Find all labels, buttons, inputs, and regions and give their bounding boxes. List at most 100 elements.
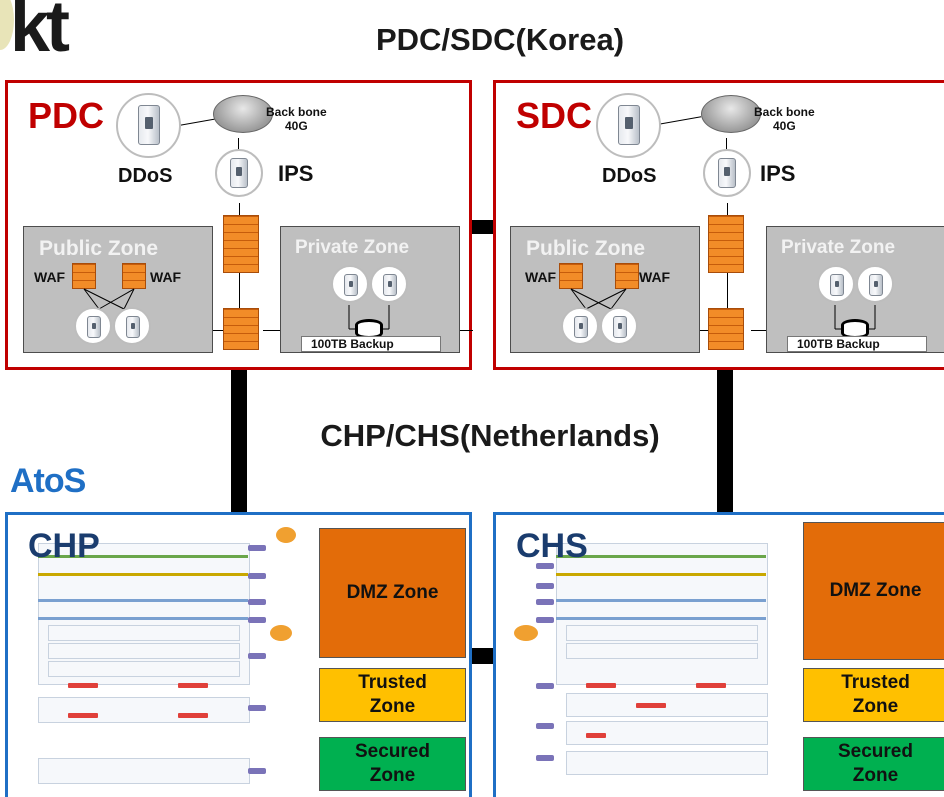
schematic-bar xyxy=(38,599,248,602)
line xyxy=(727,203,728,225)
backup-label: 100TB Backup xyxy=(311,337,394,351)
schematic-pill xyxy=(536,723,554,729)
ddos-label: DDoS xyxy=(118,165,173,187)
schematic-pill xyxy=(536,583,554,589)
ips-label: IPS xyxy=(278,161,314,186)
schematic-bar xyxy=(556,617,766,620)
ddos-circle xyxy=(116,93,181,158)
private-zone: Private Zone 100TB Backup xyxy=(280,226,460,353)
backbone-router-icon xyxy=(213,95,273,133)
server-icon xyxy=(830,274,844,296)
firewall-icon xyxy=(708,308,744,350)
schematic-red xyxy=(178,683,208,688)
public-server-circle xyxy=(113,307,151,345)
pdc-label: PDC xyxy=(28,95,105,136)
schematic-row xyxy=(556,543,768,685)
line xyxy=(239,203,240,225)
public-zone-title: Public Zone xyxy=(39,237,159,260)
backup-label: 100TB Backup xyxy=(797,337,880,351)
schematic-bar xyxy=(38,573,248,576)
schematic-pill xyxy=(248,653,266,659)
firewall-icon xyxy=(223,308,259,350)
line xyxy=(726,138,727,158)
schematic-red xyxy=(586,683,616,688)
schematic-pill xyxy=(536,617,554,623)
korea-title: PDC/SDC(Korea) xyxy=(375,22,625,57)
schematic-pill xyxy=(536,599,554,605)
schematic-pill xyxy=(248,573,266,579)
private-zone-title: Private Zone xyxy=(781,237,896,258)
public-zone: Public Zone WAF WAF xyxy=(510,226,700,353)
schematic-pill xyxy=(248,599,266,605)
schematic-bar xyxy=(556,555,766,558)
waf-left-label: WAF xyxy=(525,269,557,285)
public-server-circle xyxy=(561,307,599,345)
network-schematic xyxy=(506,533,796,793)
cloud-icon xyxy=(270,625,292,641)
server-icon xyxy=(126,316,140,338)
cloud-icon xyxy=(276,527,296,543)
server-icon xyxy=(230,158,248,188)
ips-label: IPS xyxy=(760,161,796,186)
schematic-row xyxy=(48,643,240,659)
server-icon xyxy=(383,274,397,296)
private-zone-title: Private Zone xyxy=(295,237,410,258)
chp-label: CHP xyxy=(28,527,100,565)
line xyxy=(239,273,240,308)
schematic-pill xyxy=(248,545,266,551)
netherlands-title: CHP/CHS(Netherlands) xyxy=(320,418,660,453)
sdc-label: SDC xyxy=(516,95,593,136)
public-server-circle xyxy=(600,307,638,345)
schematic-red xyxy=(68,713,98,718)
waf-cross-lines xyxy=(83,288,135,310)
schematic-red xyxy=(586,733,606,738)
firewall-icon xyxy=(708,215,744,273)
server-icon xyxy=(718,158,736,188)
chs-label: CHS xyxy=(516,527,588,565)
schematic-pill xyxy=(536,755,554,761)
ips-circle xyxy=(215,149,263,197)
schematic-bar xyxy=(556,573,766,576)
firewall-icon xyxy=(223,215,259,273)
server-icon xyxy=(613,316,627,338)
waf-cross-lines xyxy=(570,288,627,310)
schematic-red xyxy=(636,703,666,708)
private-server-circle xyxy=(370,265,408,303)
backbone-router-icon xyxy=(701,95,761,133)
kt-logo: kt xyxy=(0,0,100,72)
pdc-chp-link xyxy=(231,369,247,515)
schematic-row xyxy=(566,751,768,775)
waf-left-icon xyxy=(559,263,583,289)
waf-right-icon xyxy=(615,263,639,289)
schematic-red xyxy=(178,713,208,718)
ddos-label: DDoS xyxy=(602,165,657,187)
atos-logo: AtoS xyxy=(10,462,86,500)
schematic-row xyxy=(566,625,758,641)
schematic-pill xyxy=(536,683,554,689)
private-server-circle xyxy=(856,265,894,303)
waf-right-label: WAF xyxy=(639,269,671,285)
public-zone-title: Public Zone xyxy=(526,237,646,260)
private-server-circle xyxy=(331,265,369,303)
line xyxy=(727,273,728,308)
private-server-circle xyxy=(817,265,855,303)
server-icon xyxy=(138,105,160,145)
server-icon xyxy=(87,316,101,338)
schematic-red xyxy=(68,683,98,688)
server-icon xyxy=(574,316,588,338)
server-icon xyxy=(869,274,883,296)
schematic-pill xyxy=(248,768,266,774)
schematic-row xyxy=(38,697,250,723)
waf-right-icon xyxy=(122,263,146,289)
line xyxy=(238,138,239,158)
sdc-chs-link xyxy=(717,369,733,515)
kt-logo-swoosh-icon xyxy=(0,0,14,50)
